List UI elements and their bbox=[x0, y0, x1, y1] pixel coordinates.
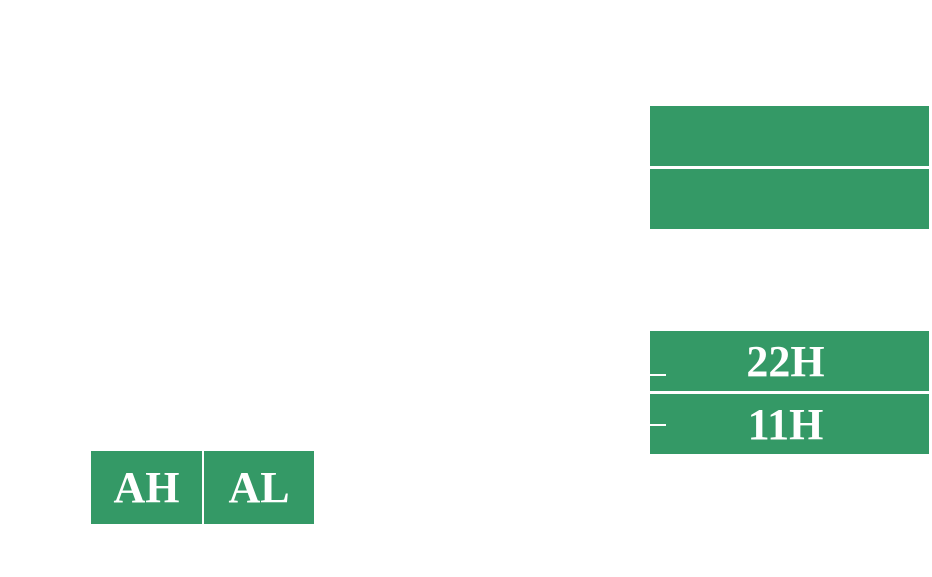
address-tick-22h bbox=[650, 374, 666, 376]
memory-cell-top-1 bbox=[650, 106, 929, 166]
memory-cell-22h: 22H bbox=[650, 331, 929, 391]
memory-cell-11h: 11H bbox=[650, 394, 929, 454]
memory-cell-top-2 bbox=[650, 169, 929, 229]
address-tick-11h bbox=[650, 424, 666, 426]
register-al: AL bbox=[204, 451, 314, 524]
register-ah: AH bbox=[91, 451, 202, 524]
